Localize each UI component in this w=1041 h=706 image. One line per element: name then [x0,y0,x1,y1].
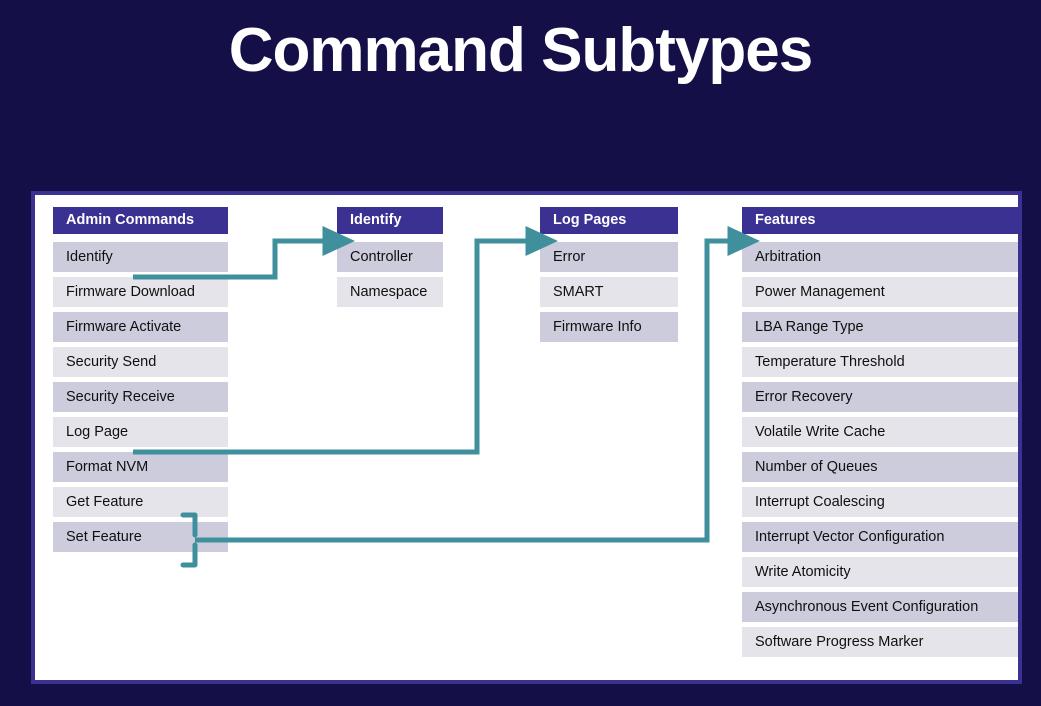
column-header-log-pages: Log Pages [540,207,678,234]
column-identify: Identify Controller Namespace [337,207,443,312]
list-item[interactable]: Power Management [742,277,1018,307]
diagram-canvas: Admin Commands Identify Firmware Downloa… [35,195,1018,680]
column-header-identify: Identify [337,207,443,234]
list-item[interactable]: Volatile Write Cache [742,417,1018,447]
list-item[interactable]: Write Atomicity [742,557,1018,587]
list-item[interactable]: Security Send [53,347,228,377]
column-header-features: Features [742,207,1018,234]
list-item[interactable]: Security Receive [53,382,228,412]
column-rows-log-pages: Error SMART Firmware Info [540,242,678,342]
list-item[interactable]: Interrupt Vector Configuration [742,522,1018,552]
list-item[interactable]: Firmware Download [53,277,228,307]
list-item[interactable]: Controller [337,242,443,272]
column-admin-commands: Admin Commands Identify Firmware Downloa… [53,207,228,557]
list-item[interactable]: Log Page [53,417,228,447]
list-item[interactable]: Temperature Threshold [742,347,1018,377]
column-rows-identify: Controller Namespace [337,242,443,307]
list-item[interactable]: Firmware Activate [53,312,228,342]
page-title: Command Subtypes [228,16,813,85]
list-item[interactable]: Format NVM [53,452,228,482]
list-item[interactable]: Error Recovery [742,382,1018,412]
list-item[interactable]: Error [540,242,678,272]
list-item[interactable]: Firmware Info [540,312,678,342]
column-log-pages: Log Pages Error SMART Firmware Info [540,207,678,347]
column-features: Features Arbitration Power Management LB… [742,207,1018,662]
diagram-panel: Admin Commands Identify Firmware Downloa… [31,191,1022,684]
list-item[interactable]: Arbitration [742,242,1018,272]
column-rows-admin-commands: Identify Firmware Download Firmware Acti… [53,242,228,552]
list-item[interactable]: Get Feature [53,487,228,517]
list-item[interactable]: Asynchronous Event Configuration [742,592,1018,622]
list-item[interactable]: SMART [540,277,678,307]
list-item[interactable]: LBA Range Type [742,312,1018,342]
list-item[interactable]: Interrupt Coalescing [742,487,1018,517]
list-item[interactable]: Number of Queues [742,452,1018,482]
list-item[interactable]: Identify [53,242,228,272]
list-item[interactable]: Set Feature [53,522,228,552]
column-header-admin-commands: Admin Commands [53,207,228,234]
list-item[interactable]: Namespace [337,277,443,307]
list-item[interactable]: Software Progress Marker [742,627,1018,657]
column-rows-features: Arbitration Power Management LBA Range T… [742,242,1018,657]
